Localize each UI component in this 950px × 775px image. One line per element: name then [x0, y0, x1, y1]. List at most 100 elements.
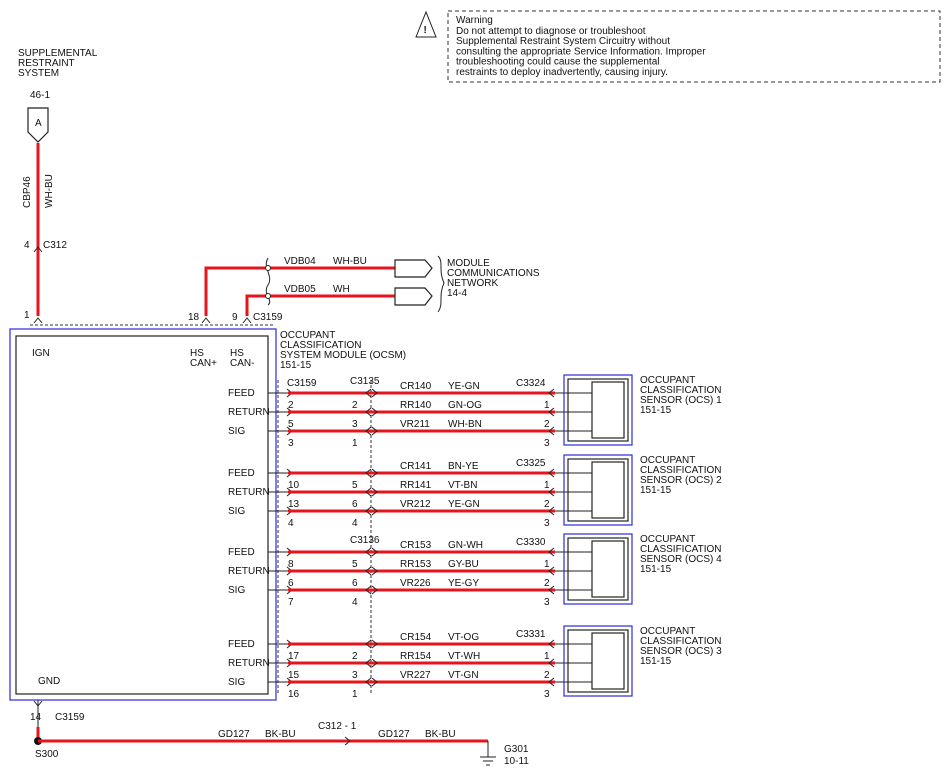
srs-title-line: SUPPLEMENTAL: [18, 48, 98, 59]
ocsm-pin-label: FEED: [228, 547, 255, 558]
inline-pin-arrow: [371, 407, 378, 417]
wire-color: YE-GN: [448, 381, 480, 392]
srs-connector-shape: [27, 107, 49, 143]
srs-circuit: CBP46: [22, 176, 33, 208]
srs-connector-c312: C312: [43, 240, 67, 251]
can-color-2: WH: [333, 284, 350, 295]
inline-pin-arrow: [365, 658, 372, 668]
sensor-pin-arrow: [548, 639, 555, 649]
sensor-pin-arrow: [548, 407, 555, 417]
inline-pin-arrow: [371, 585, 378, 595]
inline-pin-arrow: [371, 566, 378, 576]
ground-inline-arrow: [344, 736, 351, 746]
inline-pin-number: 1: [352, 689, 358, 700]
ocsm-pin-label: RETURN: [228, 487, 270, 498]
sensor-element: [591, 540, 625, 598]
sensor-label-line: SENSOR (OCS) 1: [640, 395, 722, 406]
inline-pin-arrow: [371, 487, 378, 497]
module-pin-number: 2: [288, 400, 294, 411]
module-pin-number: 17: [288, 651, 300, 662]
inline-pin-arrow: [371, 388, 378, 398]
inline-pin-arrow: [365, 566, 372, 576]
sensor-pin-number: 3: [544, 689, 550, 700]
can-pin-plus: 18: [188, 312, 200, 323]
network-label-line: NETWORK: [447, 278, 498, 289]
wire-circuit: RR140: [400, 400, 432, 411]
ocsm-body: [15, 335, 269, 695]
sensor-body: [567, 537, 629, 601]
sensor-pin-number: 3: [544, 518, 550, 529]
sensor-label-line: OCCUPANT: [640, 534, 695, 545]
inline-connector-id: C3136: [350, 535, 380, 546]
can-circuit-1: VDB04: [284, 256, 316, 267]
srs-wire-color: WH-BU: [44, 174, 55, 208]
inline-pin-arrow: [365, 426, 372, 436]
inline-pin-arrow: [365, 677, 372, 687]
ocsm-pin-hs-minus: HS: [230, 348, 244, 359]
sensor-pin-arrow: [548, 658, 555, 668]
wire-circuit: RR154: [400, 651, 432, 662]
wire-circuit: CR153: [400, 540, 432, 551]
inline-pin-number: 5: [352, 559, 358, 570]
sensor-connector-id: C3324: [516, 378, 546, 389]
inline-connector-id: C3135: [350, 376, 380, 387]
inline-pin-number: 5: [352, 480, 358, 491]
can-high-wire: [204, 266, 395, 316]
inline-pin-arrow: [365, 468, 372, 478]
can-plus-pin-arrow: [201, 317, 211, 324]
sensor-frame: [563, 533, 633, 605]
inline-pin-number: 1: [352, 438, 358, 449]
wire-circuit: RR141: [400, 480, 432, 491]
sensor-pin-arrow: [548, 468, 555, 478]
module-connector-id: C3159: [287, 378, 317, 389]
sensor-label-line: CLASSIFICATION: [640, 385, 722, 396]
sensor-label-line: CLASSIFICATION: [640, 465, 722, 476]
srs-pin-module: 1: [24, 310, 30, 321]
ocsm-pin-label: RETURN: [228, 566, 270, 577]
sensor-label-line: SENSOR (OCS) 2: [640, 475, 722, 486]
ocsm-pin-label: SIG: [228, 426, 245, 437]
ground-color-2: BK-BU: [425, 729, 456, 740]
sensor-frame: [563, 374, 633, 446]
sensor-pin-arrow: [548, 487, 555, 497]
inline-pin-arrow: [365, 487, 372, 497]
sensor-body: [567, 458, 629, 522]
splice-id: S300: [35, 749, 59, 760]
sensor-pin-number: 1: [544, 400, 550, 411]
can-pin-minus: 9: [232, 312, 238, 323]
module-pin-number: 6: [288, 578, 294, 589]
sensor-pin-number: 2: [544, 578, 550, 589]
sensor-pin-number: 1: [544, 480, 550, 491]
sensor-connector-id: C3331: [516, 629, 546, 640]
sensor-frame: [563, 454, 633, 526]
wire-circuit: CR141: [400, 461, 432, 472]
inline-pin-arrow: [371, 658, 378, 668]
wire-circuit: VR227: [400, 670, 431, 681]
wire-color: GY-BU: [448, 559, 479, 570]
network-label-line: COMMUNICATIONS: [447, 268, 540, 279]
ocsm-pin-label: RETURN: [228, 407, 270, 418]
wire-circuit: RR153: [400, 559, 432, 570]
gnd-pin-arrow: [33, 700, 43, 707]
inline-pin-arrow: [371, 468, 378, 478]
warning-line: consulting the appropriate Service Infor…: [456, 46, 706, 57]
warning-line: troubleshooting could cause the suppleme…: [456, 57, 659, 68]
ocsm-title-line: CLASSIFICATION: [280, 340, 362, 351]
ign-pin-arrow: [33, 317, 43, 324]
ocsm-pin-label: RETURN: [228, 658, 270, 669]
inline-pin-arrow: [365, 388, 372, 398]
sensor-pin-number: 1: [544, 651, 550, 662]
srs-connector-c312-arrow: [33, 246, 43, 253]
ground-color-1: BK-BU: [265, 729, 296, 740]
inline-pin-arrow: [371, 426, 378, 436]
ocsm-pin-hs-plus: HS: [190, 348, 204, 359]
module-pin-number: 3: [288, 438, 294, 449]
sensor-label-line: OCCUPANT: [640, 455, 695, 466]
ocsm-pin-hs-minus: CAN-: [230, 358, 254, 369]
gnd-connector-id: C3159: [55, 712, 85, 723]
module-pin-number: 4: [288, 518, 294, 529]
inline-pin-arrow: [365, 506, 372, 516]
wire-color: VT-BN: [448, 480, 477, 491]
srs-title-line: SYSTEM: [18, 68, 59, 79]
